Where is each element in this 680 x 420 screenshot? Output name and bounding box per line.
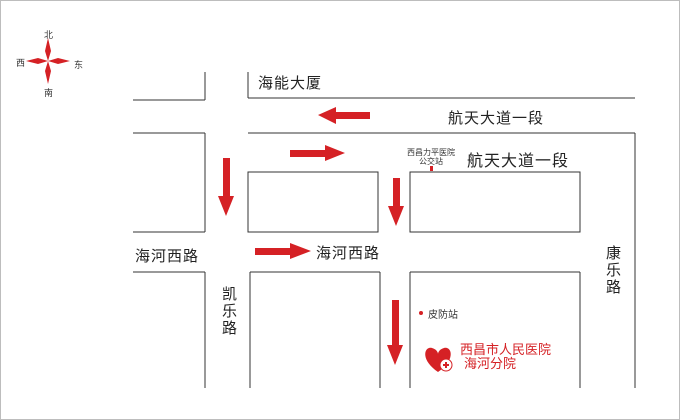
bus-stop-name: 西昌力平医院	[407, 148, 455, 157]
compass-needle-south	[45, 61, 51, 84]
haihe-west-road-center-label: 海河西路	[316, 244, 381, 262]
direction-arrow-right	[290, 145, 345, 161]
compass-south-label: 南	[44, 89, 54, 99]
city-block	[247, 171, 379, 233]
compass-west-label: 西	[16, 59, 26, 69]
direction-arrow-right	[255, 243, 311, 259]
compass-rose	[26, 38, 70, 84]
bus-stop-label: 西昌力平医院 公交站	[400, 148, 462, 166]
bus-stop-marker	[430, 166, 433, 171]
bus-stop-type: 公交站	[419, 157, 443, 166]
hospital-name: 西昌市人民医院 海河分院	[460, 344, 551, 372]
haihe-west-road-left-label: 海河西路	[135, 247, 200, 265]
pifang-stop-label: 皮防站	[428, 310, 458, 321]
compass-needle-east	[48, 58, 70, 64]
direction-arrow-down	[387, 300, 403, 365]
hospital-name-line2: 海河分院	[464, 357, 517, 372]
compass-needle-west	[26, 58, 48, 64]
direction-arrow-down	[388, 178, 404, 226]
hospital-logo	[425, 347, 453, 372]
compass-north-label: 北	[44, 31, 54, 41]
hangtian-road-lower-label: 航天大道一段	[467, 151, 570, 170]
direction-arrow-left	[318, 107, 370, 124]
kangle-road-label: 康乐路	[604, 245, 622, 296]
hospital-name-line1: 西昌市人民医院	[460, 343, 552, 358]
hai-neng-building-label: 海能大厦	[258, 74, 323, 92]
hangtian-road-upper-label: 航天大道一段	[448, 109, 545, 127]
kaile-road-label: 凯乐路	[220, 286, 238, 337]
compass-east-label: 东	[74, 61, 84, 71]
city-block	[409, 171, 581, 233]
compass-needle-north	[45, 38, 51, 61]
direction-arrow-down	[218, 158, 234, 216]
pifang-stop-marker	[419, 311, 423, 315]
